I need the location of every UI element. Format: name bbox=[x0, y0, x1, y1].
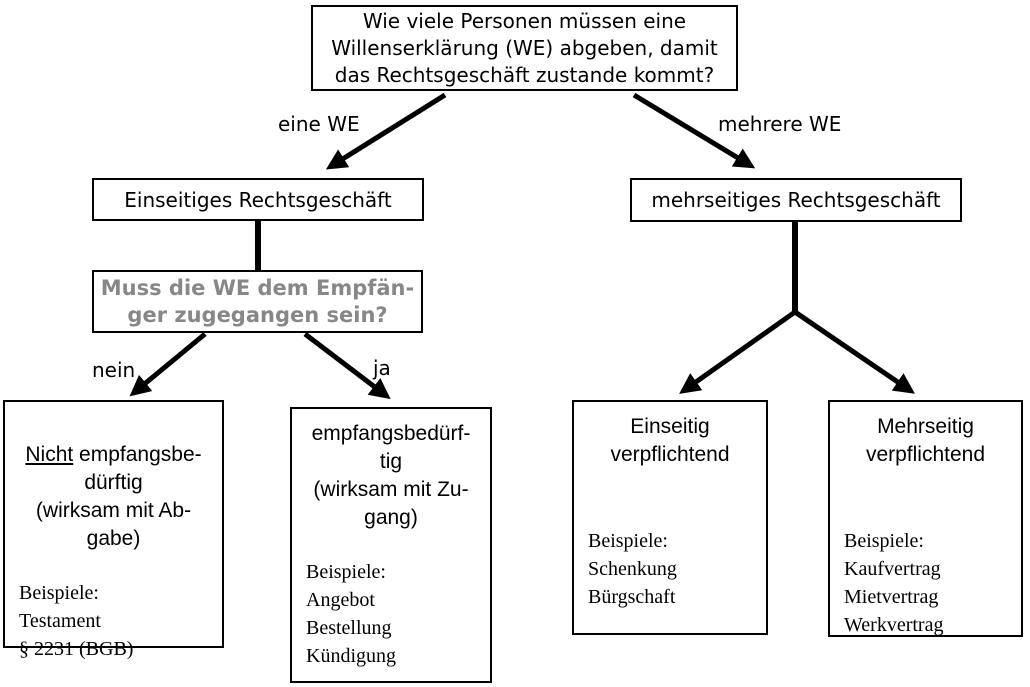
leaf-title-underlined-word: Nicht bbox=[25, 443, 74, 466]
leaf-box-mehrseitig-verpflichtend: Mehrseitig verpflichtend Beispiele: Kauf… bbox=[828, 400, 1023, 637]
examples-list: Beispiele: Testament § 2231 (BGB) bbox=[5, 579, 222, 663]
example-item: Werkvertrag bbox=[844, 614, 944, 636]
branch-label-eine-we: eine WE bbox=[278, 112, 360, 136]
example-item: Kündigung bbox=[306, 645, 396, 667]
example-item: Schenkung bbox=[588, 558, 677, 580]
leaf-title-rest: empfangsbe- dürftig bbox=[79, 443, 202, 494]
root-question-text: Wie viele Personen müssen eine Willenser… bbox=[331, 8, 718, 87]
examples-heading: Beispiele: bbox=[588, 530, 668, 552]
examples-list: Beispiele: Angebot Bestellung Kündigung bbox=[292, 558, 490, 670]
leaf-box-einseitig-verpflichtend: Einseitig verpflichtend Beispiele: Schen… bbox=[572, 400, 768, 635]
leaf-box-empfangsbeduerftig: empfangsbedürf- tig (wirksam mit Zu- gan… bbox=[290, 407, 492, 683]
multilateral-transaction-label: mehrseitiges Rechtsgeschäft bbox=[651, 188, 941, 212]
answer-label-nein: nein bbox=[92, 358, 136, 382]
examples-list: Beispiele: Schenkung Bürgschaft bbox=[574, 527, 766, 611]
example-item: § 2231 (BGB) bbox=[19, 638, 134, 660]
branch-label-mehrere-we: mehrere WE bbox=[718, 112, 842, 136]
example-item: Mietvertrag bbox=[844, 586, 939, 608]
example-item: Testament bbox=[19, 610, 101, 632]
unilateral-transaction-box: Einseitiges Rechtsgeschäft bbox=[92, 178, 424, 221]
arrow-mehrseitig-verpflichtend bbox=[793, 309, 915, 394]
example-item: Bürgschaft bbox=[588, 586, 676, 608]
answer-label-ja: ja bbox=[373, 356, 391, 380]
unilateral-transaction-label: Einseitiges Rechtsgeschäft bbox=[124, 187, 392, 212]
leaf-box-nicht-empfangsbeduerftig: Nicht empfangsbe- dürftig (wirksam mit A… bbox=[3, 400, 224, 660]
receipt-question-text: Muss die WE dem Empfän- ger zugegangen s… bbox=[100, 275, 415, 327]
example-item: Bestellung bbox=[306, 617, 392, 639]
example-item: Kaufvertrag bbox=[844, 558, 941, 580]
arrow-mehrere-we bbox=[632, 92, 756, 169]
multilateral-transaction-box: mehrseitiges Rechtsgeschäft bbox=[630, 178, 962, 222]
example-item: Angebot bbox=[306, 589, 375, 611]
leaf-subtitle: (wirksam mit Zu- gang) bbox=[313, 478, 469, 529]
arrow-ja bbox=[303, 332, 391, 400]
examples-heading: Beispiele: bbox=[844, 530, 924, 552]
leaf-title: Einseitig verpflichtend bbox=[610, 415, 730, 466]
arrow-einseitig-verpflichtend bbox=[679, 309, 797, 394]
leaf-title: Mehrseitig verpflichtend bbox=[865, 415, 986, 466]
leaf-title: Nicht empfangsbe- dürftig bbox=[5, 413, 222, 497]
leaf-subtitle: (wirksam mit Ab- gabe) bbox=[35, 499, 192, 550]
examples-heading: Beispiele: bbox=[306, 561, 386, 583]
arrow-nein bbox=[129, 332, 207, 397]
examples-list: Beispiele: Kaufvertrag Mietvertrag Werkv… bbox=[830, 527, 1021, 639]
examples-heading: Beispiele: bbox=[19, 582, 99, 604]
receipt-question-box: Muss die WE dem Empfän- ger zugegangen s… bbox=[92, 270, 423, 333]
root-question-box: Wie viele Personen müssen eine Willenser… bbox=[311, 5, 738, 91]
arrow-eine-we bbox=[325, 92, 447, 170]
leaf-title: empfangsbedürf- tig bbox=[311, 422, 471, 473]
